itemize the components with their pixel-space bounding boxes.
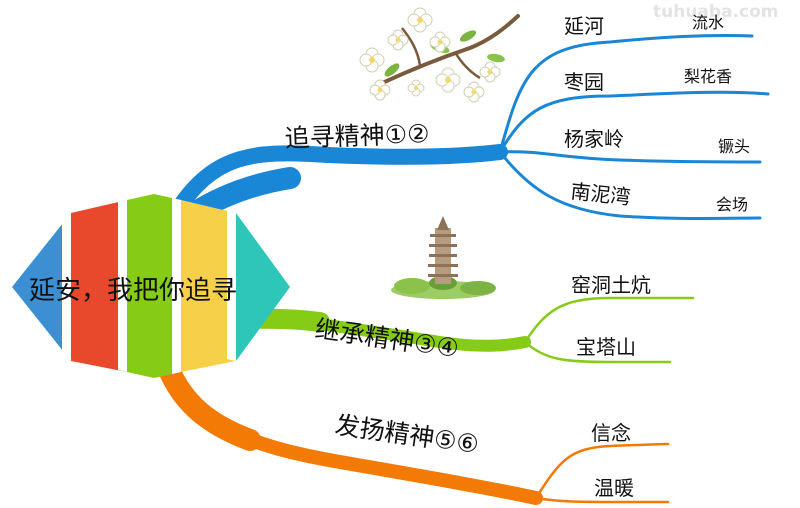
pagoda-icon xyxy=(391,216,496,299)
central-kite-node: 延安，我把你追寻 xyxy=(12,194,290,378)
green-sub-branches xyxy=(523,296,695,364)
detail-label-liushui: 流水 xyxy=(692,13,724,32)
child-label-zaoyuan: 枣园 xyxy=(564,70,604,94)
branch-label-2: 继承精神③④ xyxy=(313,314,460,363)
child-label-wennuan: 温暖 xyxy=(594,476,634,500)
child-label-yanhe: 延河 xyxy=(564,14,604,38)
branch-label-1: 追寻精神①② xyxy=(284,119,430,153)
detail-label-huichang: 会场 xyxy=(716,195,748,214)
watermark-text: tuhuaba.com xyxy=(653,2,778,22)
orange-sub-branches xyxy=(534,442,670,504)
detail-label-lihuaxiang: 梨花香 xyxy=(684,67,732,86)
kite-segment-teal xyxy=(236,213,290,361)
branch-label-3: 发扬精神⑤⑥ xyxy=(333,410,480,459)
child-label-baotashan: 宝塔山 xyxy=(576,335,636,359)
branch-curve-blue xyxy=(162,144,508,230)
detail-label-juetou: 镢头 xyxy=(718,137,750,156)
child-label-yangjialing: 杨家岭 xyxy=(564,127,624,151)
kite-segment-blue xyxy=(12,213,71,361)
kite-segment-green xyxy=(127,194,181,378)
central-topic-text: 延安，我把你追寻 xyxy=(29,276,237,306)
pear-blossom-branch-icon xyxy=(359,7,520,103)
child-label-xinnian: 信念 xyxy=(591,421,631,445)
child-label-yaodongtukang: 窑洞土炕 xyxy=(571,273,651,297)
blue-sub-branches xyxy=(498,33,770,220)
child-label-nanniwan: 南泥湾 xyxy=(569,179,631,209)
kite-segment-yellow xyxy=(181,200,236,372)
kite-segment-red xyxy=(71,200,127,372)
